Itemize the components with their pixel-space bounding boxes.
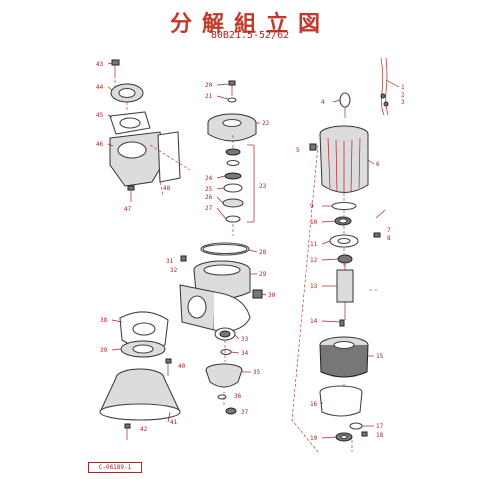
label-4: 4 bbox=[321, 99, 325, 106]
part-bearing-10 bbox=[334, 216, 352, 226]
label-13: 13 bbox=[310, 283, 318, 290]
part-frame-ring-16 bbox=[319, 385, 363, 417]
part-seal-stack-23 bbox=[222, 148, 244, 223]
label-33: 33 bbox=[241, 336, 249, 343]
label-30: 30 bbox=[268, 292, 276, 299]
part-key-14 bbox=[339, 319, 345, 327]
part-bolt-20 bbox=[228, 80, 236, 96]
label-24: 24 bbox=[205, 175, 213, 182]
label-27: 27 bbox=[205, 205, 213, 212]
label-31: 31 bbox=[166, 258, 174, 265]
label-3: 3 bbox=[401, 99, 405, 106]
part-lifting-eye-4 bbox=[339, 92, 351, 118]
part-bearing-19 bbox=[335, 432, 353, 442]
part-bearing-cover-9 bbox=[331, 201, 357, 211]
part-plug-30 bbox=[252, 289, 263, 299]
label-6: 6 bbox=[376, 161, 380, 168]
label-1: 1 bbox=[401, 84, 405, 91]
part-elbow-46 bbox=[109, 131, 181, 187]
label-29: 29 bbox=[259, 271, 267, 278]
label-43: 43 bbox=[96, 61, 104, 68]
label-12: 12 bbox=[310, 257, 318, 264]
part-plug-5 bbox=[309, 143, 317, 151]
label-20: 20 bbox=[205, 82, 213, 89]
part-volute-casing-32 bbox=[179, 284, 251, 332]
label-48: 48 bbox=[163, 185, 171, 192]
label-35: 35 bbox=[253, 369, 261, 376]
drawing-title: 分解組立図 bbox=[169, 12, 330, 37]
part-bracket-11 bbox=[329, 234, 359, 248]
part-nut-37 bbox=[225, 407, 237, 415]
part-impeller-35 bbox=[205, 363, 243, 388]
model-number: 80B21.5-52/62 bbox=[210, 30, 290, 41]
part-ring-33 bbox=[214, 327, 236, 341]
label-19: 19 bbox=[310, 435, 318, 442]
part-bolt-43 bbox=[111, 59, 120, 78]
label-38: 38 bbox=[100, 317, 108, 324]
leader-lines bbox=[107, 62, 400, 439]
label-7: 7 bbox=[387, 227, 391, 234]
label-46: 46 bbox=[96, 141, 104, 148]
part-motor-frame-6 bbox=[319, 125, 369, 193]
label-17: 17 bbox=[376, 423, 384, 430]
part-screw-31 bbox=[180, 255, 187, 262]
label-41: 41 bbox=[170, 419, 178, 426]
part-gasket-38 bbox=[119, 311, 169, 349]
label-15: 15 bbox=[376, 353, 384, 360]
label-23: 23 bbox=[259, 183, 267, 190]
label-45: 45 bbox=[96, 112, 104, 119]
label-36: 36 bbox=[234, 393, 242, 400]
label-40: 40 bbox=[178, 363, 186, 370]
part-washer-21 bbox=[227, 97, 237, 103]
label-14: 14 bbox=[310, 318, 318, 325]
label-8: 8 bbox=[387, 235, 391, 242]
label-39: 39 bbox=[100, 347, 108, 354]
label-42: 42 bbox=[140, 426, 148, 433]
part-pump-stand-41 bbox=[99, 368, 181, 421]
part-bolt-18 bbox=[361, 431, 368, 437]
label-37: 37 bbox=[241, 409, 249, 416]
part-stator-15 bbox=[319, 336, 369, 378]
label-2: 2 bbox=[401, 92, 405, 99]
label-9: 9 bbox=[310, 203, 314, 210]
label-44: 44 bbox=[96, 84, 104, 91]
part-oil-seal-17 bbox=[349, 422, 363, 430]
part-o-ring-28 bbox=[200, 242, 250, 256]
part-bolt-7 bbox=[373, 209, 386, 238]
drawing-code: C-06189-1 bbox=[88, 462, 142, 473]
part-rotor-13 bbox=[336, 264, 354, 320]
part-suction-cover-39 bbox=[120, 340, 166, 358]
part-gasket-45 bbox=[109, 111, 151, 135]
part-bolt-40 bbox=[165, 358, 172, 376]
part-bearing-12 bbox=[337, 254, 353, 264]
label-11: 11 bbox=[310, 241, 318, 248]
part-flange-44 bbox=[110, 83, 144, 103]
label-32: 32 bbox=[170, 267, 178, 274]
label-26: 26 bbox=[205, 194, 213, 201]
label-5: 5 bbox=[296, 147, 300, 154]
label-22: 22 bbox=[262, 120, 270, 127]
part-bolt-42 bbox=[124, 423, 131, 440]
part-power-cable-1 bbox=[380, 57, 389, 116]
label-28: 28 bbox=[259, 249, 267, 256]
label-10: 10 bbox=[310, 219, 318, 226]
label-25: 25 bbox=[205, 186, 213, 193]
part-bolt-47 bbox=[127, 185, 135, 202]
label-group: 1 2 3 4 5 6 7 8 9 10 11 12 13 14 15 16 1… bbox=[96, 61, 405, 442]
label-16: 16 bbox=[310, 401, 318, 408]
part-washer-34 bbox=[220, 348, 232, 356]
label-34: 34 bbox=[241, 350, 249, 357]
part-washer-36 bbox=[217, 394, 227, 400]
label-21: 21 bbox=[205, 93, 213, 100]
label-18: 18 bbox=[376, 432, 384, 439]
label-47: 47 bbox=[124, 206, 132, 213]
part-top-cover-22 bbox=[207, 113, 257, 142]
